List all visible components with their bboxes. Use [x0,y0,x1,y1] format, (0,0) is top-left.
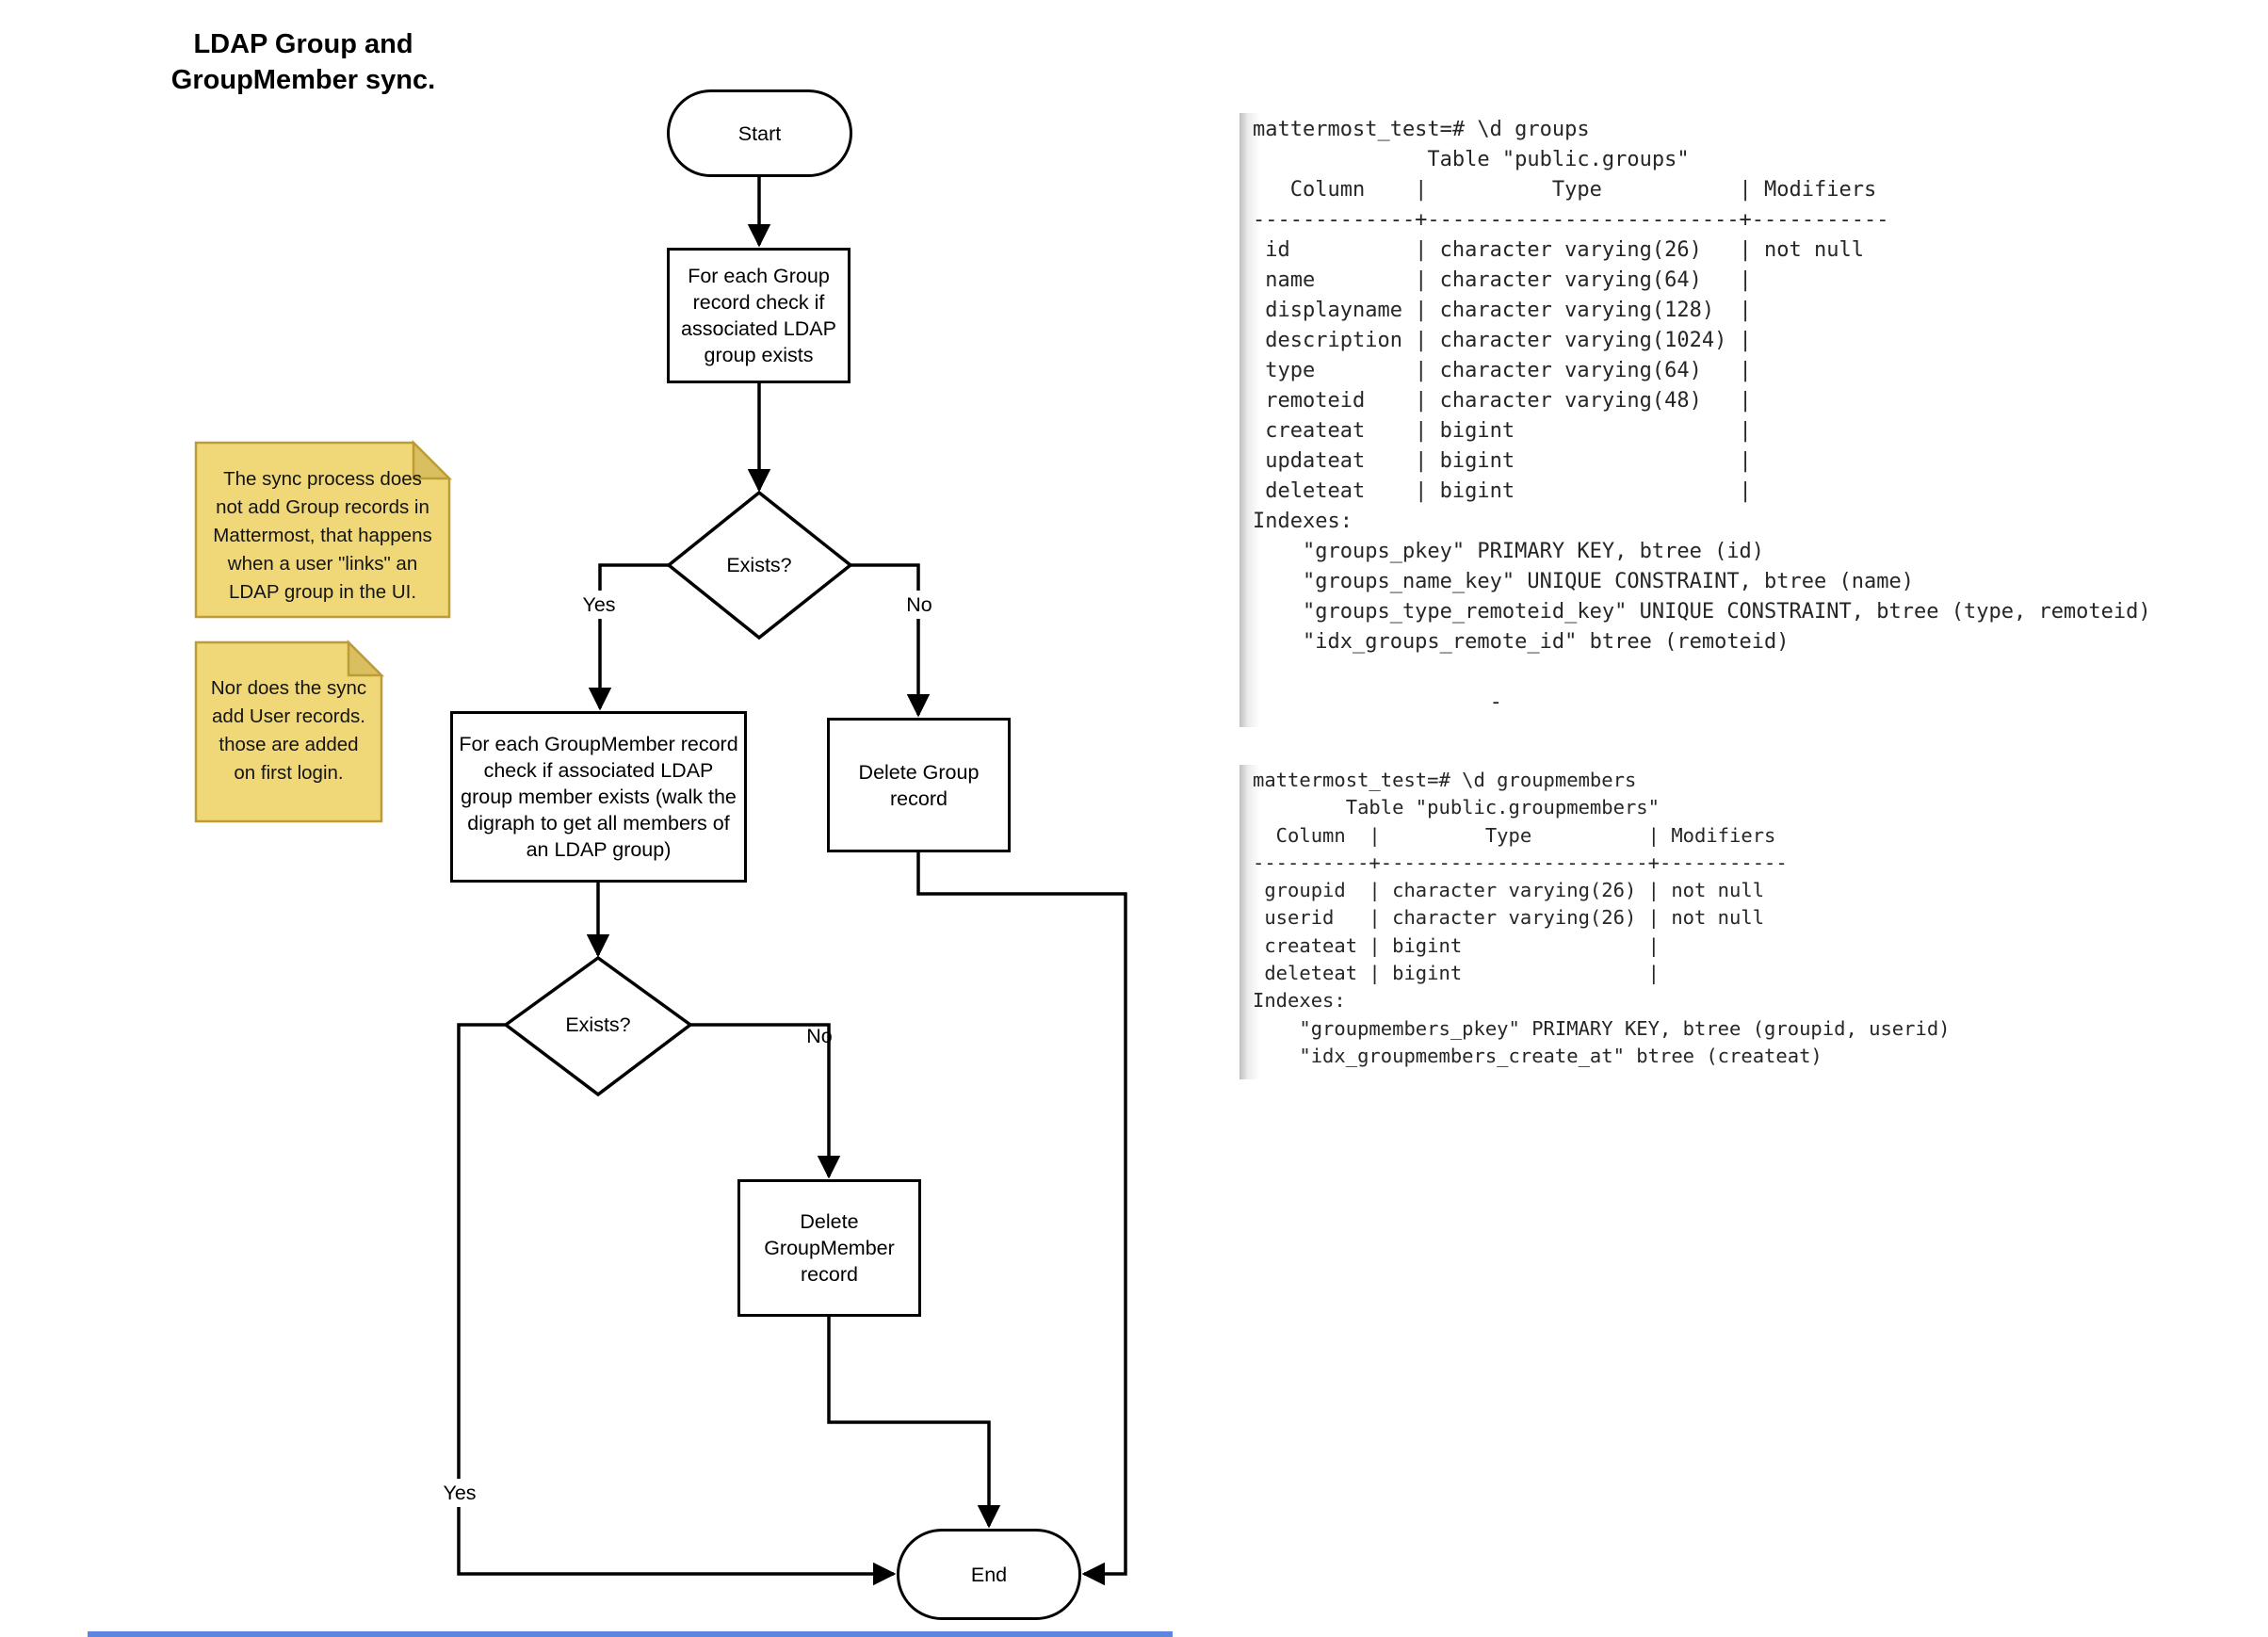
edge-label-group-yes: Yes [573,591,625,619]
edge-exists1-no-to-delete-group [850,563,931,718]
sticky-note-user-sync-text: Nor does the sync add User records. thos… [210,677,367,784]
bottom-edge-bar [88,1631,1173,1637]
decision-member-exists-diamond [503,955,693,1097]
diagram-title-line2: GroupMember sync. [170,65,436,95]
diagram-title: LDAP Group and GroupMember sync. [115,26,492,98]
edge-label-member-no: No [806,1024,833,1047]
sticky-note-user-sync-shape [194,640,383,823]
process-delete-groupmember-node: Delete GroupMember record [737,1179,921,1317]
edge-delete-groupmember-to-end [827,1317,1001,1529]
edge-exists2-no-to-delete-groupmember [690,1023,841,1179]
sticky-note-group-sync-shape [194,441,451,619]
process-check-group-node: For each Group record check if associate… [667,248,850,383]
end-node: End [897,1529,1081,1620]
decision-member-exists-label: Exists? [565,1013,631,1036]
edge-label-member-yes: Yes [433,1479,486,1507]
edge-exists2-yes-to-end [457,1023,897,1586]
edge-label-group-no: No [895,591,944,619]
process-delete-group-node: Delete Group record [827,718,1011,852]
decision-group-exists-diamond [666,490,853,640]
terminal-groupmembers-table-output: mattermost_test=# \d groupmembers Table … [1239,765,1973,1080]
start-node: Start [667,89,852,177]
edge-delete-group-to-end [916,852,1127,1586]
diagram-title-line1: LDAP Group and [193,29,413,59]
terminal-groups-table-output: mattermost_test=# \d groups Table "publi… [1239,113,2174,727]
sticky-note-group-sync-fold [412,439,453,480]
process-check-groupmember-node: For each GroupMember record check if ass… [450,711,747,883]
sticky-note-user-sync-fold [347,639,385,677]
decision-group-exists-label: Exists? [726,553,792,576]
edge-exists1-yes-to-check-groupmember [588,563,669,711]
sticky-note-group-sync-text: The sync process does not add Group reco… [213,468,432,603]
